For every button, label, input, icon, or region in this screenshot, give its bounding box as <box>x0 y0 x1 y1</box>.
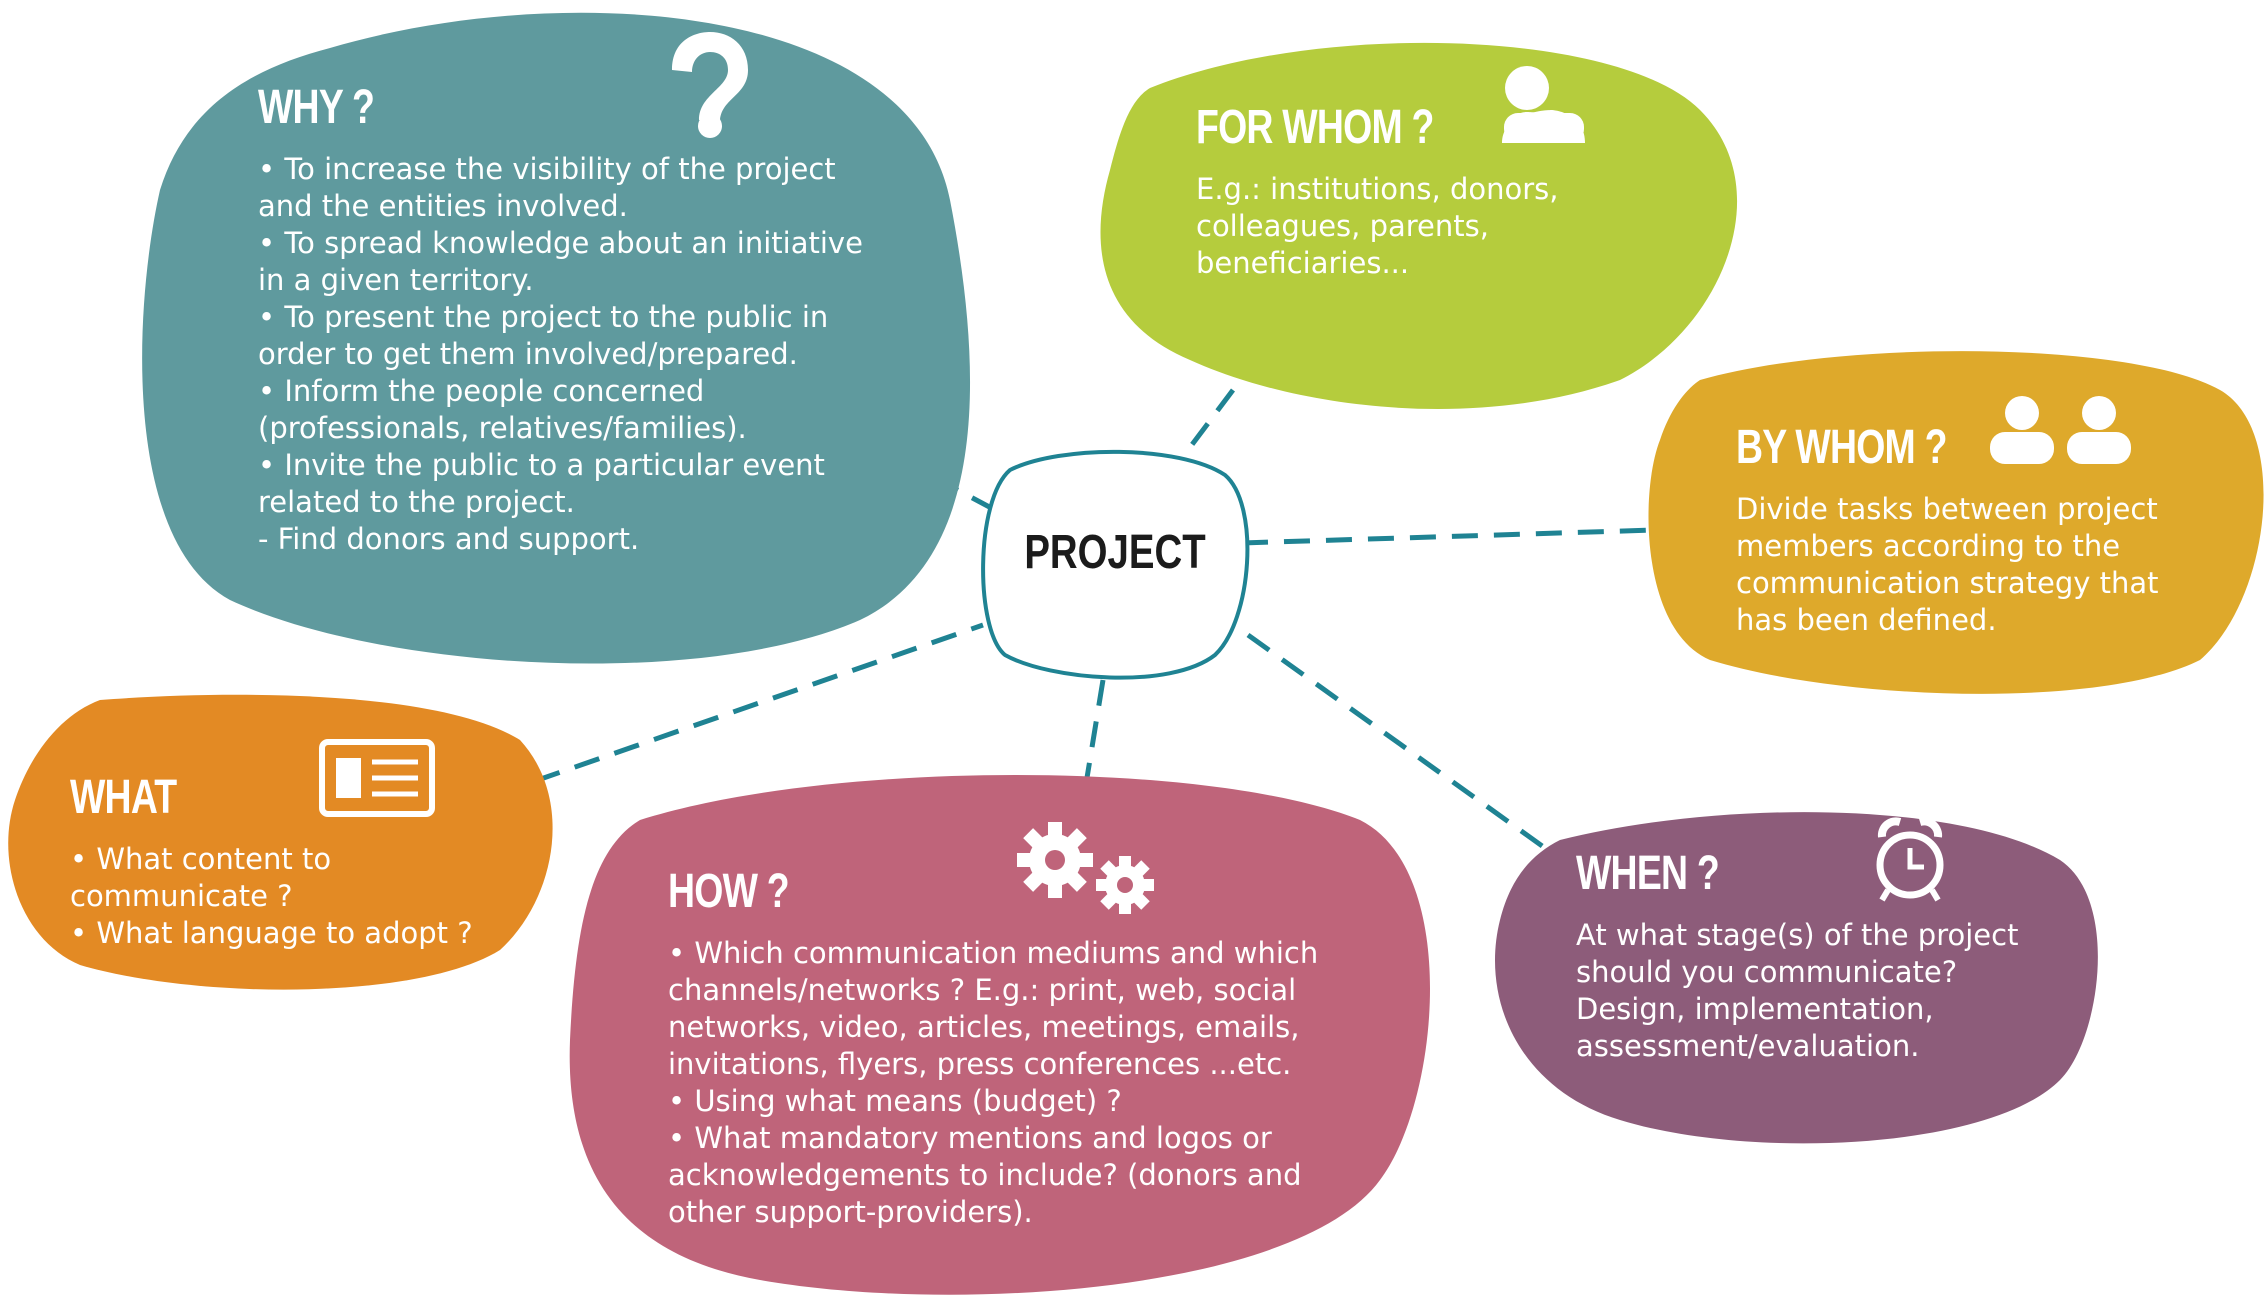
connector-what <box>534 622 984 784</box>
for-whom-line: E.g.: institutions, donors, <box>1196 172 1559 206</box>
when-line: should you communicate? <box>1576 955 1958 989</box>
how-line: • Using what means (budget) ? <box>668 1084 1122 1118</box>
for-whom-section: FOR WHOM ? E.g.: institutions, donors, c… <box>1196 100 1559 282</box>
gears-icon <box>1017 822 1154 914</box>
what-line: • What language to adopt ? <box>70 916 473 950</box>
for-whom-title: FOR WHOM ? <box>1196 101 1434 154</box>
what-line: • What content to <box>70 842 332 876</box>
when-line: Design, implementation, <box>1576 992 1934 1026</box>
how-line: other support-providers). <box>668 1195 1033 1229</box>
why-line: order to get them involved/prepared. <box>258 337 798 371</box>
why-line: • To present the project to the public i… <box>258 300 829 334</box>
what-title: WHAT <box>70 771 177 824</box>
by-whom-title: BY WHOM ? <box>1736 421 1947 474</box>
why-text: • To increase the visibility of the proj… <box>258 151 863 558</box>
by-whom-line: members according to the <box>1736 529 2121 563</box>
why-section: WHY ? • To increase the visibility of th… <box>258 80 863 558</box>
when-bubble <box>1495 812 2098 1144</box>
how-line: • Which communication mediums and which <box>668 936 1319 970</box>
by-whom-line: has been defined. <box>1736 603 1997 637</box>
question-mark-icon <box>672 32 748 138</box>
how-line: acknowledgements to include? (donors and <box>668 1158 1302 1192</box>
by-whom-section: BY WHOM ? Divide tasks between project m… <box>1736 420 2159 639</box>
two-people-icon <box>1990 396 2131 464</box>
why-title: WHY ? <box>258 81 375 134</box>
why-line: • Invite the public to a particular even… <box>258 448 825 482</box>
what-line: communicate ? <box>70 879 293 913</box>
why-bubble <box>142 12 971 664</box>
for-whom-line: colleagues, parents, <box>1196 209 1489 243</box>
how-text: • Which communication mediums and which … <box>668 935 1318 1231</box>
why-line: and the entities involved. <box>258 189 628 223</box>
how-line: networks, video, articles, meetings, ema… <box>668 1010 1300 1044</box>
when-line: assessment/evaluation. <box>1576 1029 1920 1063</box>
how-title: HOW ? <box>668 865 790 918</box>
by-whom-text: Divide tasks between project members acc… <box>1736 491 2159 639</box>
connector-when <box>1246 632 1547 851</box>
what-text: • What content to communicate ? • What l… <box>70 841 473 952</box>
what-bubble <box>8 694 553 990</box>
connectors <box>534 388 1656 851</box>
how-line: • What mandatory mentions and logos or <box>668 1121 1272 1155</box>
project-label: PROJECT <box>1024 526 1206 579</box>
why-line: • To spread knowledge about an initiativ… <box>258 226 863 260</box>
why-line: in a given territory. <box>258 263 534 297</box>
why-line: (professionals, relatives/families). <box>258 411 747 445</box>
how-line: invitations, flyers, press conferences .… <box>668 1047 1292 1081</box>
by-whom-line: Divide tasks between project <box>1736 492 2158 526</box>
for-whom-text: E.g.: institutions, donors, colleagues, … <box>1196 171 1559 282</box>
how-section: HOW ? • Which communication mediums and … <box>668 864 1318 1231</box>
why-line: related to the project. <box>258 485 575 519</box>
connector-how <box>1082 679 1106 791</box>
how-line: channels/networks ? E.g.: print, web, so… <box>668 973 1297 1007</box>
why-line: - Find donors and support. <box>258 522 640 556</box>
by-whom-line: communication strategy that <box>1736 566 2159 600</box>
why-line: • Inform the people concerned <box>258 374 705 408</box>
what-section: WHAT • What content to communicate ? • W… <box>70 770 473 952</box>
connector-for-whom <box>1186 388 1235 452</box>
when-title: WHEN ? <box>1576 847 1720 900</box>
for-whom-line: beneficiaries... <box>1196 246 1410 280</box>
how-bubble <box>569 775 1430 1295</box>
when-line: At what stage(s) of the project <box>1576 918 2019 952</box>
project-node <box>981 449 1250 680</box>
document-card-icon <box>319 739 435 817</box>
alarm-clock-icon <box>1876 817 1944 902</box>
person-icon <box>1502 66 1585 143</box>
why-line: • To increase the visibility of the proj… <box>258 152 836 186</box>
when-section: WHEN ? At what stage(s) of the project s… <box>1576 846 2018 1065</box>
when-text: At what stage(s) of the project should y… <box>1576 917 2018 1065</box>
connector-by-whom <box>1241 527 1656 546</box>
